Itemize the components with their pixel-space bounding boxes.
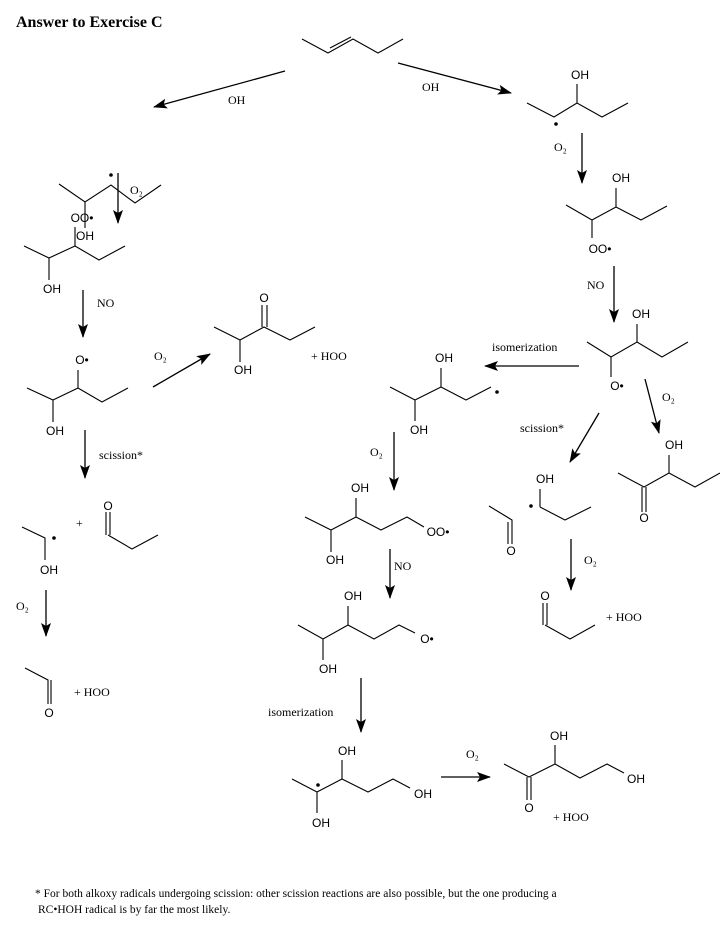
reagent-o2: O₂ <box>16 599 29 613</box>
atom-oh: OH <box>665 438 683 452</box>
molecule-hydroxypropyl-radical: OH <box>529 472 592 521</box>
atom-oh: OH <box>234 363 252 377</box>
reagent-o2: O₂ <box>554 140 567 154</box>
atom-oh: OH <box>571 68 589 82</box>
reagent-no: NO <box>97 296 115 310</box>
molecule-hydroxy-ketone-left: O OH <box>213 291 316 377</box>
atom-oh: OH <box>414 787 432 801</box>
atom-oh: OH <box>319 662 337 676</box>
reagent-scission: scission* <box>99 448 143 462</box>
molecule-2-pentene <box>301 36 404 54</box>
reagent-o2: O₂ <box>662 390 675 404</box>
molecule-left-hydroxy-radical: OH <box>58 173 162 243</box>
radical-dot <box>316 783 320 787</box>
atom-o: O <box>44 706 53 720</box>
atom-oh: OH <box>612 171 630 185</box>
reagent-o2: O₂ <box>584 553 597 567</box>
atom-oo-radical: OO• <box>71 211 94 225</box>
molecule-hydroxyethyl-radical: OH <box>21 526 58 577</box>
atom-o: O <box>259 291 268 305</box>
atom-oh: OH <box>338 744 356 758</box>
molecule-middle-peroxy-radical: OH OO• OH <box>304 481 450 567</box>
radical-dot <box>554 122 558 126</box>
atom-oh: OH <box>344 589 362 603</box>
molecule-right-hydroxy-radical: OH <box>526 68 629 126</box>
atom-oh: OH <box>40 563 58 577</box>
molecule-left-peroxy-radical: OO• OH <box>23 211 126 296</box>
atom-oh: OH <box>312 816 330 830</box>
reagent-oh-left: OH <box>228 93 246 107</box>
atom-oo-radical: OO• <box>427 525 450 539</box>
reagent-o2: O₂ <box>154 349 167 363</box>
product-hoo: + HOO <box>311 349 347 363</box>
atom-oh: OH <box>550 729 568 743</box>
atom-o-radical: O• <box>420 632 434 646</box>
molecule-propanal-left: O <box>103 499 159 550</box>
atom-oh: OH <box>627 772 645 786</box>
atom-o: O <box>103 499 112 513</box>
product-hoo: + HOO <box>74 685 110 699</box>
atom-o: O <box>639 511 648 525</box>
atom-o: O <box>524 801 533 815</box>
atom-oh: OH <box>410 423 428 437</box>
atom-oh: OH <box>76 229 94 243</box>
reagent-isomerization: isomerization <box>268 705 333 719</box>
product-hoo: + HOO <box>606 610 642 624</box>
atom-oh: OH <box>536 472 554 486</box>
atom-o: O <box>540 589 549 603</box>
atom-o-radical: O• <box>75 353 89 367</box>
plus-sign: + <box>76 516 83 530</box>
radical-dot <box>52 536 56 540</box>
molecule-final-radical: OH OH OH <box>291 744 432 830</box>
molecule-acetaldehyde-left: O <box>24 667 54 720</box>
molecule-left-alkoxy-radical: O• OH <box>26 353 129 438</box>
atom-o: O <box>506 544 515 558</box>
reagent-isomerization: isomerization <box>492 340 557 354</box>
reagent-o2: O₂ <box>130 183 143 197</box>
reagent-o2: O₂ <box>370 445 383 459</box>
radical-dot <box>529 504 533 508</box>
product-hoo: + HOO <box>553 810 589 824</box>
footnote-line-1: * For both alkoxy radicals undergoing sc… <box>35 888 557 900</box>
molecule-propanal-right: O <box>540 589 596 640</box>
arrow-oh-addition-right <box>397 62 512 95</box>
reagent-o2: O₂ <box>466 747 479 761</box>
atom-oh: OH <box>43 282 61 296</box>
atom-oh: OH <box>351 481 369 495</box>
radical-dot <box>109 173 113 177</box>
arrow-o2-right-ketone <box>644 378 661 434</box>
atom-oh: OH <box>326 553 344 567</box>
page-title: Answer to Exercise C <box>16 14 163 31</box>
atom-oo-radical: OO• <box>589 242 612 256</box>
molecule-dihydroxy-ketone: OH OH O <box>503 729 645 815</box>
molecule-hydroxy-ketone-right: OH O <box>617 438 720 525</box>
arrow-oh-addition-left <box>153 70 286 109</box>
molecule-middle-alkoxy-radical: OH O• OH <box>297 589 434 676</box>
molecule-right-peroxy-radical: OH OO• <box>565 171 668 256</box>
arrow-scission-right <box>569 412 600 463</box>
reagent-no: NO <box>587 278 605 292</box>
footnote-line-2: RC•HOH radical is by far the most likely… <box>38 904 230 916</box>
molecule-middle-radical: OH OH <box>389 351 499 437</box>
atom-o-radical: O• <box>610 379 624 393</box>
reagent-scission: scission* <box>520 421 564 435</box>
atom-oh: OH <box>632 307 650 321</box>
atom-oh: OH <box>435 351 453 365</box>
atom-oh: OH <box>46 424 64 438</box>
arrow-o2-left-ketone <box>152 353 211 388</box>
molecule-acetaldehyde-right: O <box>488 505 516 558</box>
reagent-oh-right: OH <box>422 80 440 94</box>
molecule-right-alkoxy-radical: OH O• <box>586 307 689 393</box>
radical-dot <box>495 390 499 394</box>
reagent-no: NO <box>394 559 412 573</box>
